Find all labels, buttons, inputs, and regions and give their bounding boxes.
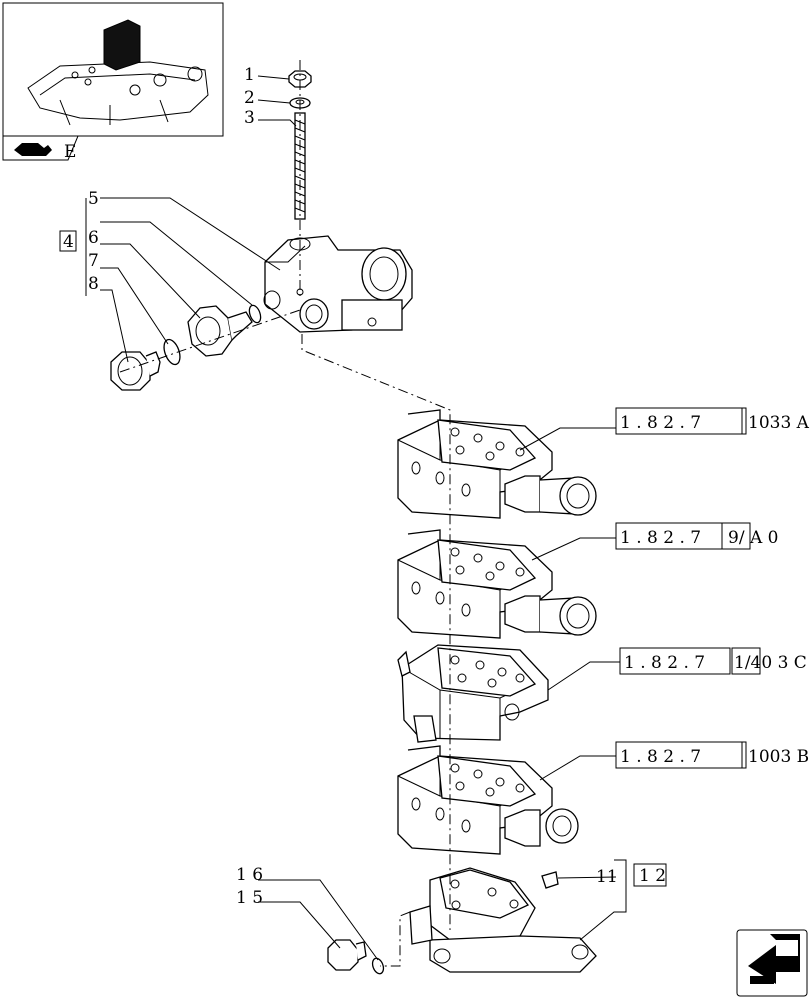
reference-2-suffix: 9/ A 0 — [728, 528, 778, 548]
thumbnail-frame — [2, 2, 224, 137]
o-ring-bottom-part — [371, 957, 385, 975]
label-12-box — [633, 863, 667, 887]
reference-2-code: 1 . 8 2 . 7 — [620, 528, 701, 548]
adapter-fitting-part — [187, 305, 253, 357]
reference-3-code: 1 . 8 2 . 7 — [624, 653, 705, 673]
reference-2[interactable]: 1 . 8 2 . 7 9/ A 0 — [615, 522, 778, 550]
reference-3-suffix: 1/40 3 C — [734, 653, 807, 673]
reference-1[interactable]: 1 . 8 2 . 7 1033 A — [615, 407, 810, 435]
label-4: 4 — [63, 232, 74, 252]
label-16: 1 6 — [236, 865, 263, 885]
next-page-arrow-icon[interactable] — [736, 929, 808, 997]
assembly-axes — [119, 60, 451, 967]
label-4-box — [59, 230, 77, 252]
reference-4-suffix: 1003 B — [748, 747, 809, 767]
reference-4[interactable]: 1 . 8 2 . 7 1003 B — [615, 741, 809, 769]
label-3: 3 — [244, 108, 255, 128]
label-15: 1 5 — [236, 888, 263, 908]
thumbnail-label: E — [64, 142, 76, 162]
valve-section-3 — [397, 644, 549, 743]
plug-bottom-part — [327, 939, 367, 971]
label-1: 1 — [244, 65, 255, 85]
plug-part — [110, 351, 161, 391]
label-2: 2 — [244, 88, 255, 108]
label-6: 6 — [88, 228, 99, 248]
end-plate-part — [409, 867, 597, 973]
reference-4-code: 1 . 8 2 . 7 — [620, 747, 701, 767]
thumbnail-tab — [2, 135, 79, 161]
reference-1-code: 1 . 8 2 . 7 — [620, 413, 701, 433]
valve-section-4 — [397, 745, 579, 855]
valve-section-1 — [397, 409, 597, 519]
o-ring-part — [163, 338, 181, 366]
leader-lines — [85, 75, 627, 961]
label-5: 5 — [88, 189, 99, 209]
inlet-cover-part — [263, 235, 413, 333]
o-ring-small-part — [248, 304, 262, 324]
label-12: 1 2 — [639, 866, 666, 886]
label-7: 7 — [88, 251, 99, 271]
label-11: 11 — [596, 867, 618, 887]
reference-3[interactable]: 1 . 8 2 . 7 1/40 3 C — [619, 647, 807, 675]
valve-section-2 — [397, 529, 597, 639]
reference-1-suffix: 1033 A — [748, 413, 810, 433]
label-8: 8 — [88, 274, 99, 294]
